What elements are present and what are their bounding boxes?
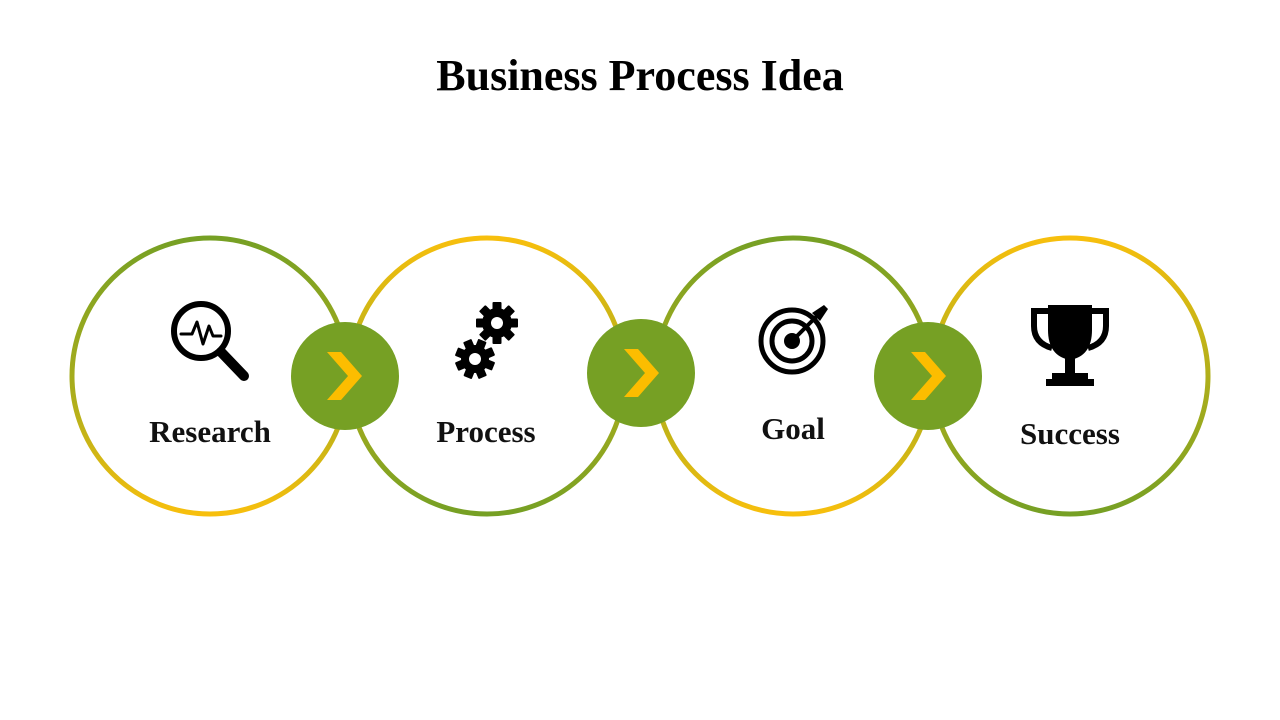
connector-3 — [874, 322, 982, 430]
chevron-right-icon — [911, 352, 946, 400]
step-label-success: Success — [1020, 416, 1120, 451]
magnifier-pulse-icon — [171, 301, 249, 381]
gears-icon — [455, 302, 518, 379]
chevron-right-icon — [327, 352, 362, 400]
step-label-goal: Goal — [761, 411, 825, 446]
slide-title: Business Process Idea — [436, 51, 844, 100]
trophy-icon — [1031, 305, 1109, 386]
connector-2 — [587, 319, 695, 427]
step-label-process: Process — [436, 414, 536, 449]
chevron-right-icon — [624, 349, 659, 397]
step-label-research: Research — [149, 414, 271, 449]
connector-1 — [291, 322, 399, 430]
target-icon — [758, 305, 828, 375]
